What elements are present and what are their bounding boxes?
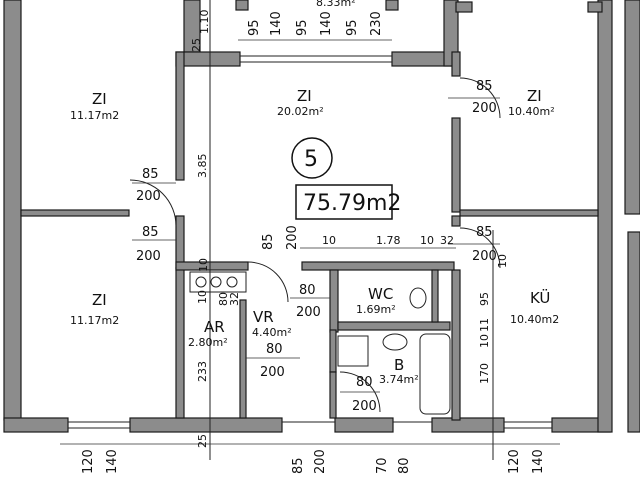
room-area: 10.40m2	[510, 313, 559, 326]
dim-v-233: 233	[196, 361, 209, 382]
room-area: 11.17m2	[70, 314, 119, 327]
room-zi-bottom-left: ZI 11.17m2	[70, 291, 119, 327]
dim-top-140a: 140	[269, 11, 284, 36]
room-name: AR	[204, 318, 225, 336]
left-door1-height: 200	[136, 189, 161, 204]
corr-dim-32: 32	[440, 234, 454, 247]
right-door1-width: 85	[476, 79, 493, 94]
left-door2-height: 200	[136, 249, 161, 264]
room-ku: KÜ 10.40m2	[510, 288, 559, 326]
bot-dim-80: 80	[397, 457, 412, 474]
vr-door-width: 80	[266, 342, 283, 357]
walls	[3, 0, 640, 433]
room-name: ZI	[92, 291, 107, 309]
top-cut-area: 8.33m²	[316, 0, 356, 9]
dim-top-95a: 95	[247, 19, 262, 36]
center-door-height: 200	[285, 225, 300, 250]
room-area: 1.69m²	[356, 303, 396, 316]
dim-top-95c: 95	[345, 19, 360, 36]
room-zi-center: ZI 20.02m²	[277, 87, 324, 118]
top-dimensions: 25 1.10 95 140 95 140 95 230 8.33m²	[190, 0, 384, 52]
b-door-width: 80	[356, 375, 373, 390]
left-door1-width: 85	[142, 167, 159, 182]
bot-dim-120b: 120	[507, 449, 522, 474]
dim-v-10: 10	[196, 290, 209, 304]
ar-dim-32: 32	[228, 292, 241, 306]
wc-door-width: 80	[299, 283, 316, 298]
bottom-dimensions: 120 140 25 85 200 70 80 120 140	[81, 434, 546, 474]
room-name: B	[394, 356, 404, 374]
right-door2-height: 200	[472, 249, 497, 264]
bathtub-icon	[419, 333, 451, 415]
bot-dim-140a: 140	[105, 449, 120, 474]
bot-dim-200: 200	[313, 449, 328, 474]
toilet-icon	[409, 287, 427, 309]
room-name: KÜ	[530, 288, 550, 307]
room-name: ZI	[527, 87, 542, 105]
total-area: 75.79m2	[303, 191, 401, 216]
ku-dim-10b: 10	[478, 334, 491, 348]
room-name: VR	[253, 308, 274, 326]
left-door2-width: 85	[142, 225, 159, 240]
ku-dim-11: 11	[478, 318, 491, 332]
ku-dim-10: 10	[496, 254, 509, 268]
room-b: B 3.74m²	[379, 356, 419, 386]
bot-dim-25: 25	[196, 434, 209, 448]
room-name: ZI	[92, 90, 107, 108]
door-dimensions: 85 200 85 200 3.85 85 200 85 200 85 200 …	[136, 79, 509, 414]
dim-top-95b: 95	[295, 19, 310, 36]
shower-icon	[337, 335, 369, 367]
right-door1-height: 200	[472, 101, 497, 116]
room-area: 20.02m²	[277, 105, 324, 118]
dim-top-110: 1.10	[198, 10, 211, 35]
dim-top-140b: 140	[319, 11, 334, 36]
shaft-circle-1-icon	[195, 276, 207, 288]
ku-dim-170: 170	[478, 363, 491, 384]
wc-door-height: 200	[296, 305, 321, 320]
ku-dim-95: 95	[478, 292, 491, 306]
unit-marker: 5 75.79m2	[291, 137, 401, 220]
room-area: 4.40m²	[252, 326, 292, 339]
room-area: 2.80m²	[188, 336, 228, 349]
corr-dim-10a: 10	[322, 234, 336, 247]
total-area-box	[295, 184, 393, 220]
room-area: 3.74m²	[379, 373, 419, 386]
dim-top-230: 230	[369, 11, 384, 36]
room-area: 10.40m²	[508, 105, 555, 118]
room-zi-top-right: ZI 10.40m²	[508, 87, 555, 118]
ar-dim-80: 80	[217, 292, 230, 306]
bot-dim-120a: 120	[81, 449, 96, 474]
center-door-width: 85	[261, 233, 276, 250]
room-zi-top-left: ZI 11.17m2	[70, 90, 119, 122]
room-vr: VR 4.40m²	[252, 308, 292, 339]
bot-dim-140b: 140	[531, 449, 546, 474]
shaft-circle-2-icon	[210, 276, 222, 288]
room-wc: WC 1.69m²	[356, 285, 396, 316]
b-door-height: 200	[352, 399, 377, 414]
unit-number: 5	[304, 147, 318, 172]
right-door2-width: 85	[476, 225, 493, 240]
sink-icon	[382, 333, 408, 351]
dim-v-385: 3.85	[196, 154, 209, 179]
fixtures	[60, 0, 560, 460]
corr-dim-10b: 10	[420, 234, 434, 247]
room-ar: AR 2.80m²	[188, 318, 228, 349]
shaft-circle-3-icon	[226, 276, 238, 288]
ar-dim-10: 10	[197, 258, 210, 272]
room-area: 11.17m2	[70, 109, 119, 122]
bot-dim-85: 85	[291, 457, 306, 474]
room-name: WC	[368, 285, 393, 303]
bot-dim-70: 70	[375, 457, 390, 474]
room-name: ZI	[297, 87, 312, 105]
corr-dim-178: 1.78	[376, 234, 401, 247]
dim-top-25: 25	[190, 38, 203, 52]
unit-number-circle	[291, 137, 333, 179]
vr-door-height: 200	[260, 365, 285, 380]
